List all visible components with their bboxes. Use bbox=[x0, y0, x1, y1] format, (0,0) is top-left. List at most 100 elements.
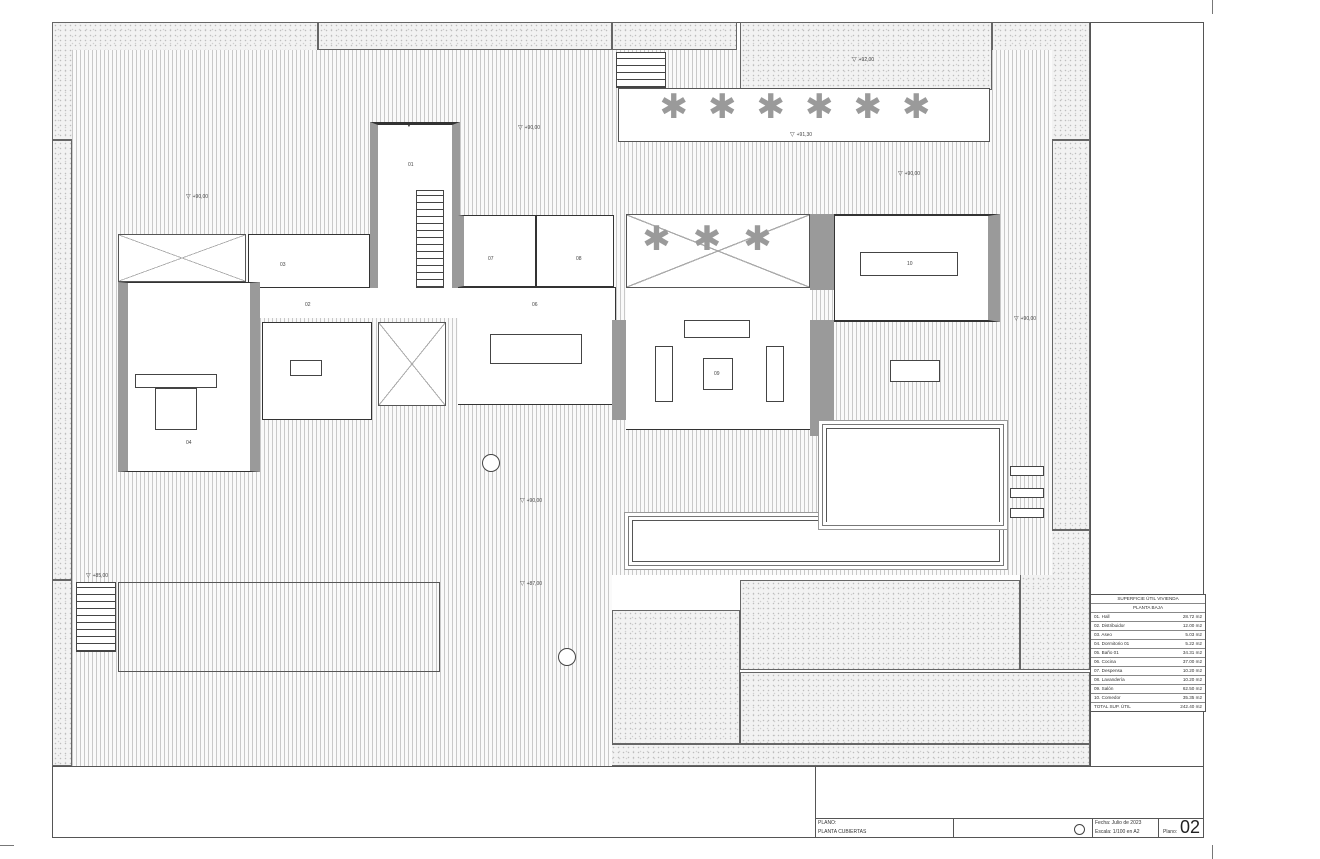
gravel-bottom-left-edge bbox=[52, 580, 72, 766]
room-hall bbox=[370, 122, 460, 290]
gravel-right-edge bbox=[1052, 140, 1090, 530]
title-block-divider bbox=[1092, 818, 1093, 838]
wall-salon-right-lower bbox=[810, 320, 834, 436]
entrance-arrow-icon: ▼ bbox=[405, 120, 413, 129]
room-lavanderia bbox=[536, 215, 614, 287]
room-label-06: 06 bbox=[532, 302, 538, 308]
row-value: 10.20 m2 bbox=[1182, 668, 1202, 673]
room-label-03: 03 bbox=[280, 262, 286, 268]
area-table-row: 05. Baño 01 34.31 m2 bbox=[1091, 648, 1205, 657]
room-label-02: 02 bbox=[305, 302, 311, 308]
row-label: 09. Salón bbox=[1094, 686, 1114, 691]
area-table-row: 01. Hall 28.72 m2 bbox=[1091, 612, 1205, 621]
room-distribuidor bbox=[248, 288, 460, 318]
area-table-row: 07. Despensa 10.20 m2 bbox=[1091, 666, 1205, 675]
row-value: 5.22 m2 bbox=[1185, 641, 1202, 646]
level-mark: +90,00 bbox=[186, 193, 208, 200]
room-label-08: 08 bbox=[576, 256, 582, 262]
wall-kitchen-right bbox=[612, 320, 626, 420]
coffee-table bbox=[703, 358, 733, 390]
sun-lounger bbox=[1010, 466, 1044, 476]
room-label-01: 01 bbox=[408, 162, 414, 168]
row-value: 35.35 m2 bbox=[1182, 695, 1202, 700]
row-label: 02. Distribuidor bbox=[1094, 623, 1125, 628]
kitchen-island bbox=[490, 334, 582, 364]
level-mark: +85,00 bbox=[86, 572, 108, 579]
plano-number-label: Plano: bbox=[1163, 829, 1178, 835]
deck-lower bbox=[460, 570, 610, 745]
headboard bbox=[135, 374, 217, 388]
fecha: Fecha: Julio de 2023 bbox=[1095, 820, 1142, 826]
right-margin-line bbox=[1090, 22, 1091, 766]
stairs-top bbox=[616, 52, 666, 88]
row-label: 05. Baño 01 bbox=[1094, 650, 1119, 655]
total-value: 242.40 m2 bbox=[1180, 704, 1202, 709]
gravel-top-right-strip bbox=[612, 22, 737, 50]
north-arrow-icon bbox=[1074, 824, 1085, 835]
sun-lounger bbox=[1010, 508, 1044, 518]
room-label-07: 07 bbox=[488, 256, 494, 262]
plano-number: 02 bbox=[1180, 817, 1201, 837]
stairs-exterior bbox=[76, 582, 116, 652]
stairs-hall bbox=[416, 190, 444, 288]
crop-mark bbox=[1212, 0, 1213, 14]
level-mark: +91,30 bbox=[790, 131, 812, 138]
title-block-divider bbox=[953, 818, 954, 838]
room-aseo bbox=[248, 234, 370, 288]
level-mark: +90,00 bbox=[1014, 315, 1036, 322]
row-value: 5.03 m2 bbox=[1185, 632, 1202, 637]
gravel-bottom-4 bbox=[1020, 530, 1090, 670]
swimming-pool bbox=[632, 520, 1000, 562]
row-label: 01. Hall bbox=[1094, 614, 1110, 619]
dining-table bbox=[860, 252, 958, 276]
level-mark: +87,00 bbox=[520, 580, 542, 587]
title-block-divider bbox=[1158, 818, 1159, 838]
outdoor-table-icon bbox=[482, 454, 500, 472]
row-value: 37.00 m2 bbox=[1182, 659, 1202, 664]
title-block bbox=[815, 766, 1204, 838]
sun-lounger bbox=[1010, 488, 1044, 498]
title-block-line bbox=[52, 766, 1204, 767]
outdoor-dining-table bbox=[890, 360, 940, 382]
level-mark: +90,00 bbox=[520, 497, 542, 504]
sofa-top bbox=[684, 320, 750, 338]
row-value: 62.50 m2 bbox=[1182, 686, 1202, 691]
row-value: 28.72 m2 bbox=[1182, 614, 1202, 619]
room-label-04: 04 bbox=[186, 440, 192, 446]
total-label: TOTAL SUP. ÚTIL bbox=[1094, 704, 1131, 709]
palm-icon: ✱✱✱ bbox=[642, 220, 794, 258]
crop-mark bbox=[0, 845, 14, 846]
area-table-row: 09. Salón 62.50 m2 bbox=[1091, 684, 1205, 693]
title-block-divider bbox=[815, 818, 1204, 819]
courtyard-palms bbox=[626, 214, 810, 288]
area-table: SUPERFICIE ÚTIL VIVIENDA PLANTA BAJA 01.… bbox=[1090, 594, 1206, 712]
swimming-pool-shallow bbox=[826, 428, 1000, 522]
skylight-center bbox=[378, 322, 446, 406]
row-value: 34.31 m2 bbox=[1182, 650, 1202, 655]
row-label: 08. Lavandería bbox=[1094, 677, 1125, 682]
gravel-bottom-1 bbox=[612, 610, 740, 744]
row-value: 10.20 m2 bbox=[1182, 677, 1202, 682]
ottoman bbox=[290, 360, 322, 376]
area-table-row: 10. Comedor 35.35 m2 bbox=[1091, 693, 1205, 702]
area-table-total: TOTAL SUP. ÚTIL 242.40 m2 bbox=[1091, 702, 1205, 711]
row-label: 10. Comedor bbox=[1094, 695, 1121, 700]
plano-label: PLANO: bbox=[818, 820, 837, 826]
level-mark: +92,00 bbox=[852, 56, 874, 63]
area-table-title: SUPERFICIE ÚTIL VIVIENDA bbox=[1117, 596, 1179, 601]
row-label: 06. Cocina bbox=[1094, 659, 1116, 664]
area-table-row: 06. Cocina 37.00 m2 bbox=[1091, 657, 1205, 666]
room-despensa bbox=[458, 215, 536, 287]
skylight-left bbox=[118, 234, 246, 282]
gravel-bottom-3 bbox=[740, 672, 1090, 744]
row-label: 07. Despensa bbox=[1094, 668, 1123, 673]
planter-lower-left bbox=[118, 582, 440, 672]
area-table-subtitle: PLANTA BAJA bbox=[1091, 603, 1205, 612]
crop-mark bbox=[1212, 845, 1213, 859]
wall-salon-right bbox=[810, 214, 834, 290]
bed bbox=[155, 388, 197, 430]
outdoor-table-icon bbox=[558, 648, 576, 666]
